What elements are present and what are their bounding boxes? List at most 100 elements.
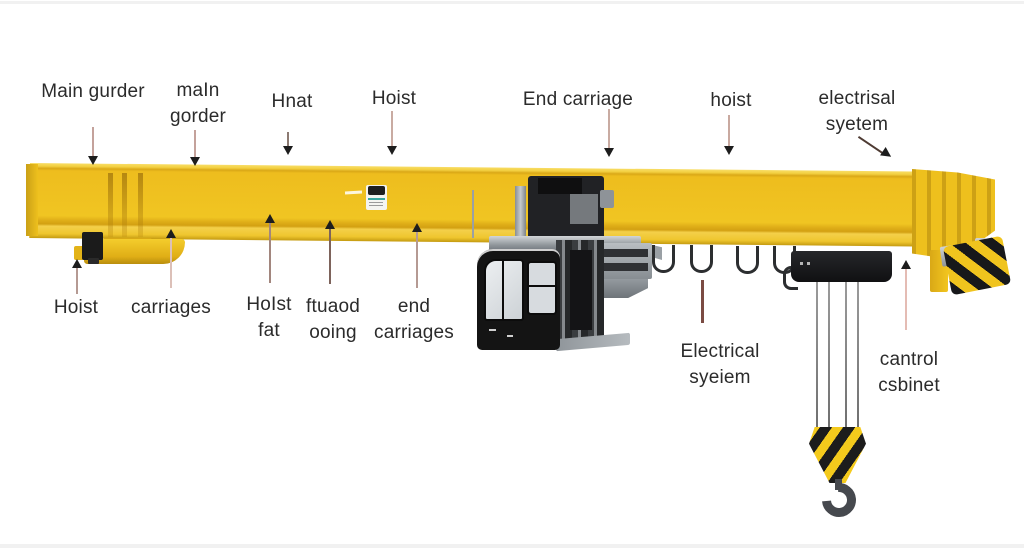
hoist-cable xyxy=(816,282,818,430)
label-line: gorder xyxy=(169,106,227,127)
top-edge-noise xyxy=(0,1,1024,4)
cab-window-mullion xyxy=(502,261,504,319)
label-line: carriages xyxy=(374,322,454,343)
arrow-line-hoist-fat xyxy=(269,223,271,283)
label-hoist-bottom: Hoist xyxy=(54,295,98,321)
mast-bracket xyxy=(600,190,614,208)
arrow-line-hoist-bottom xyxy=(76,268,78,294)
label-line: fat xyxy=(258,320,280,341)
label-line: Electrical xyxy=(680,341,760,362)
hoist-cable xyxy=(845,282,847,430)
girder-stiffener-rib xyxy=(122,173,127,237)
arrowhead-up-icon xyxy=(72,259,82,268)
trolley-mast xyxy=(515,186,526,238)
arrowhead-down-icon xyxy=(88,156,98,165)
column-core xyxy=(570,250,592,330)
arrowhead-down-icon xyxy=(387,146,397,155)
arrow-line-hoist-2 xyxy=(728,115,730,147)
label-line: HoIst xyxy=(246,294,292,315)
bracket-slot xyxy=(600,249,648,257)
arrow-line-control xyxy=(905,269,907,330)
label-line: ftuaod xyxy=(305,296,361,317)
label-line: carriages xyxy=(131,297,211,318)
label-line: ooing xyxy=(309,322,357,343)
label-line: Main gurder xyxy=(41,81,145,102)
cab-window-side xyxy=(527,261,557,315)
sticker-logo xyxy=(368,186,385,195)
arrow-line-main-girder xyxy=(92,127,94,157)
label-line: End carriage xyxy=(522,89,634,110)
sticker-text-line xyxy=(369,205,383,206)
hoist-motor-unit xyxy=(528,176,604,240)
bottom-edge-noise xyxy=(0,544,1024,548)
arrowhead-down-icon xyxy=(724,146,734,155)
arrowhead-down-icon xyxy=(283,146,293,155)
label-hnat: Hnat xyxy=(272,89,313,115)
left-truck-foot xyxy=(88,258,99,264)
bracket-slot xyxy=(600,263,648,271)
label-line: Hoist xyxy=(371,88,417,109)
girder-stiffener-rib xyxy=(108,173,113,237)
label-carriages: carriages xyxy=(131,295,211,321)
arrow-line-carriages xyxy=(170,238,172,288)
label-electrical-system: Electrical syeiem xyxy=(680,339,759,391)
sticker-teal-line xyxy=(368,198,385,200)
festoon-cable-loop xyxy=(736,246,759,274)
label-line: cantrol xyxy=(879,349,939,370)
hook-block xyxy=(809,427,866,483)
motor-grey-panel xyxy=(570,194,598,224)
hoist-column xyxy=(556,240,604,340)
arrow-line-ftuaod xyxy=(329,229,331,284)
label-main-girder: Main gurder xyxy=(41,79,145,105)
label-main-gorder: maIn gorder xyxy=(170,78,226,130)
electric-hoist-unit xyxy=(791,251,892,282)
arrowhead-up-icon xyxy=(265,214,275,223)
arrowhead-right-icon xyxy=(880,147,894,161)
arrowhead-down-icon xyxy=(190,157,200,166)
label-electrisal-syetem: electrisal syetem xyxy=(819,86,896,138)
trolley-step xyxy=(604,276,648,298)
label-line: hoist xyxy=(710,90,752,111)
label-line: syetem xyxy=(825,114,889,135)
label-end-carriages: end carriages xyxy=(374,294,454,346)
label-line: maIn xyxy=(176,80,220,101)
label-line: syeiem xyxy=(689,367,751,388)
hoist-cable-curl xyxy=(783,266,798,290)
hoist-dot xyxy=(807,262,810,265)
trolley-wire xyxy=(472,190,474,238)
arrow-line-electrisal xyxy=(857,136,884,155)
cab-window-front xyxy=(484,259,524,321)
label-ftuaod-ooing: ftuaod ooing xyxy=(306,294,360,346)
left-truck-stub xyxy=(74,246,84,260)
sticker-text-line xyxy=(369,202,383,203)
pointer-line-electrical xyxy=(701,280,704,323)
cab-marking xyxy=(489,329,496,331)
hook-shank xyxy=(835,479,842,490)
girder-stiffener-rib xyxy=(138,173,143,237)
cab-marking xyxy=(507,335,513,337)
label-line: Hoist xyxy=(53,297,99,318)
arrowhead-up-icon xyxy=(412,223,422,232)
hoist-cable xyxy=(857,282,859,430)
arrow-line-end-carriages xyxy=(416,232,418,288)
label-control-cabinet: cantrol csbinet xyxy=(878,347,940,399)
label-line: csbinet xyxy=(878,375,940,396)
hoist-dot xyxy=(800,262,803,265)
cab-window-mullion xyxy=(529,285,555,287)
left-buffer-block xyxy=(82,232,103,260)
festoon-cable-loop xyxy=(690,245,713,273)
arrow-line-end-carriage xyxy=(608,109,610,149)
arrowhead-down-icon xyxy=(604,148,614,157)
label-line: electrisal xyxy=(818,88,896,109)
label-hoist-top: Hoist xyxy=(372,86,416,112)
label-line: Hnat xyxy=(271,91,313,112)
arrowhead-up-icon xyxy=(166,229,176,238)
festoon-cable-loop xyxy=(652,245,675,273)
operator-cab xyxy=(477,249,560,350)
arrow-line-hnat xyxy=(287,132,289,147)
hazard-buffer xyxy=(942,235,1012,296)
label-hoist-2: hoist xyxy=(710,88,751,114)
motor-top-box xyxy=(538,178,582,194)
girder-left-end-plate xyxy=(26,164,38,236)
